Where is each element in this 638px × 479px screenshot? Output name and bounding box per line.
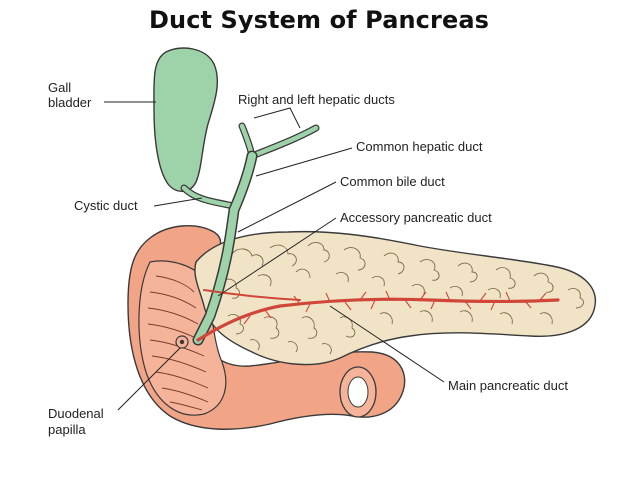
label-gall-line1: Gall	[48, 80, 71, 95]
leader-lines	[104, 101, 445, 411]
label-common-hepatic-duct: Common hepatic duct	[356, 139, 483, 154]
label-main-pancreatic-duct: Main pancreatic duct	[448, 378, 568, 393]
pancreatic-duct-branches	[243, 290, 547, 325]
pancreas-lobules	[221, 242, 584, 355]
cystic-duct-fill	[181, 185, 237, 209]
gall-bladder	[153, 47, 218, 192]
label-duodenal-line1: Duodenal	[48, 406, 104, 421]
label-accessory-pancreatic-duct: Accessory pancreatic duct	[340, 210, 492, 225]
duodenal-papilla	[175, 335, 189, 349]
main-pancreatic-duct	[196, 297, 560, 342]
pancreatic-ducts	[196, 289, 560, 342]
label-gall-line2: bladder	[48, 95, 92, 110]
label-cystic-duct: Cystic duct	[74, 198, 138, 213]
label-hepatic-ducts: Right and left hepatic ducts	[238, 92, 395, 107]
label-duodenal-line2: papilla	[48, 422, 86, 437]
labels: Gall bladder Right and left hepatic duct…	[48, 80, 568, 437]
duodenum-lumen	[347, 376, 369, 408]
page-title: Duct System of Pancreas	[148, 6, 490, 34]
label-common-bile-duct: Common bile duct	[340, 174, 445, 189]
accessory-pancreatic-duct	[203, 289, 301, 301]
